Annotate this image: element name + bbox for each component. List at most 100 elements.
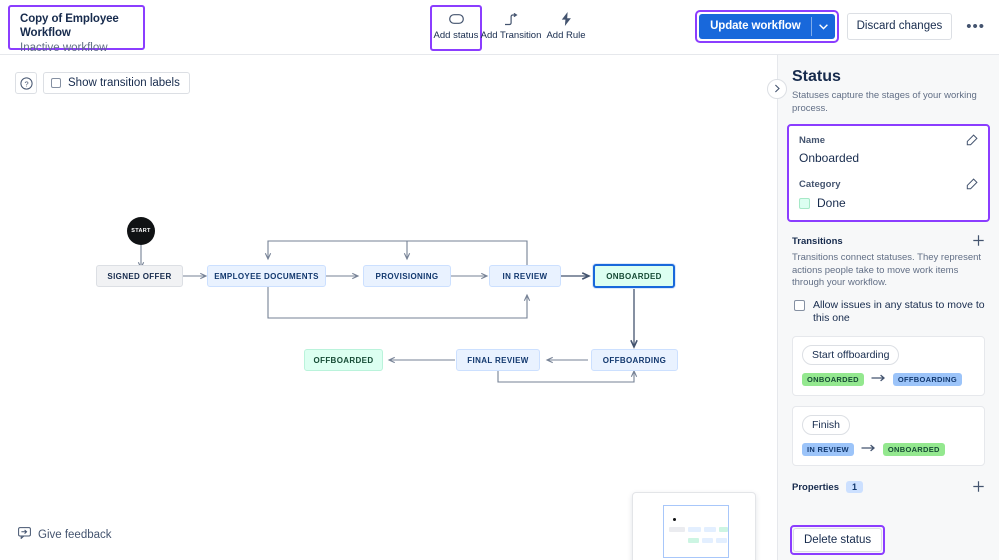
node-employee-documents[interactable]: EMPLOYEE DOCUMENTS [207,265,326,287]
add-property-icon[interactable] [972,480,985,495]
workflow-edges [137,240,777,383]
svg-text:?: ? [24,79,28,88]
transition-flow: IN REVIEW ONBOARDED [802,442,975,456]
node-signed-offer[interactable]: SIGNED OFFER [96,265,183,287]
show-labels-label: Show transition labels [68,77,180,89]
panel-subtitle: Statuses capture the stages of your work… [792,90,977,114]
minimap-start-dot [673,518,676,521]
name-field-row: Name [799,134,978,146]
transition-card[interactable]: Finish IN REVIEW ONBOARDED [792,405,985,466]
give-feedback-label: Give feedback [38,528,112,541]
node-onboarded[interactable]: ONBOARDED [593,264,675,288]
minimap-node [716,538,727,543]
transitions-header: Transitions [792,234,985,249]
category-color-swatch [799,197,810,209]
start-node-label: START [131,228,151,234]
edit-category-icon[interactable] [966,178,978,190]
transitions-section: Transitions Transitions connect statuses… [778,222,999,466]
panel-collapse-button[interactable] [767,79,787,99]
status-icon [448,11,464,27]
add-status-tool[interactable]: Add status [430,5,482,51]
minimap-viewport[interactable] [663,505,729,558]
category-field-row: Category [799,178,978,190]
give-feedback-button[interactable]: Give feedback [18,527,112,542]
status-name-value: Onboarded [799,151,860,165]
properties-header: Properties 1 [778,466,999,495]
update-workflow-highlight: Update workflow [695,10,839,43]
more-options-icon[interactable]: ••• [966,18,985,35]
transition-card[interactable]: Start offboarding ONBOARDED OFFBOARDING [792,335,985,396]
feedback-icon [18,527,31,542]
panel-title: Status [792,68,841,85]
start-node[interactable]: START [127,217,155,245]
minimap[interactable] [632,492,756,560]
add-transition-label: Add Transition [480,30,542,41]
transition-to-status: ONBOARDED [882,442,945,456]
chevron-right-icon [774,80,781,98]
update-workflow-button[interactable]: Update workflow [699,14,835,39]
transition-flow: ONBOARDED OFFBOARDING [802,372,975,386]
edit-name-icon[interactable] [966,134,978,146]
canvas-toolbar: Add status Add Transition Add Rule [430,5,592,51]
update-workflow-label: Update workflow [710,20,801,32]
node-label: ONBOARDED [606,271,662,281]
delete-status-button[interactable]: Delete status [793,528,883,552]
node-label: SIGNED OFFER [107,271,172,281]
workflow-status-subtitle: Inactive workflow [20,42,108,54]
category-value: Done [817,196,846,210]
node-offboarded[interactable]: OFFBOARDED [304,349,383,371]
delete-status-highlight: Delete status [790,525,886,555]
node-final-review[interactable]: FINAL REVIEW [456,349,540,371]
minimap-node [702,538,713,543]
add-transition-tool[interactable]: Add Transition [480,5,542,41]
question-circle-icon: ? [19,76,33,90]
workflow-canvas[interactable]: ? Show transition labels [0,55,777,560]
minimap-node [719,527,728,532]
transition-name[interactable]: Finish [802,414,851,435]
transitions-description: Transitions connect statuses. They repre… [792,252,982,288]
minimap-node [704,527,716,532]
transition-from-status: IN REVIEW [802,442,854,456]
add-transition-icon[interactable] [972,234,985,249]
category-value-row: Done [799,196,978,210]
transition-to-status: OFFBOARDING [892,372,963,386]
minimap-node [688,527,701,532]
minimap-node [688,538,699,543]
properties-title: Properties [792,481,839,493]
node-label: PROVISIONING [375,271,439,281]
allow-any-status-toggle[interactable]: Allow issues in any status to move to th… [792,299,985,326]
node-label: EMPLOYEE DOCUMENTS [214,271,319,281]
page-title: Copy of Employee Workflow [20,13,119,39]
transition-from-status: ONBOARDED [802,372,864,386]
name-label: Name [799,134,826,146]
discard-changes-button[interactable]: Discard changes [846,13,953,40]
arrow-right-icon [861,444,876,455]
arrow-right-icon [871,374,886,385]
bolt-icon [561,11,572,27]
node-offboarding[interactable]: OFFBOARDING [591,349,678,371]
node-label: FINAL REVIEW [467,355,529,365]
header-actions: Update workflow Discard changes ••• [695,10,991,43]
button-divider [810,17,812,36]
add-status-label: Add status [433,30,479,41]
status-name-category-card: Name Onboarded Category Done [787,124,990,222]
transition-icon [504,11,518,27]
status-details-panel: Status Statuses capture the stages of yo… [767,55,999,560]
show-transition-labels-toggle[interactable]: Show transition labels [43,72,190,94]
node-in-review[interactable]: IN REVIEW [489,265,561,287]
transitions-title: Transitions [792,236,843,247]
properties-title-group: Properties 1 [792,481,864,493]
chevron-down-icon[interactable] [812,14,835,39]
add-rule-tool[interactable]: Add Rule [540,5,592,41]
workflow-title-box[interactable]: Copy of Employee Workflow Inactive workf… [8,5,145,54]
top-bar: Copy of Employee Workflow Inactive workf… [0,0,999,55]
show-labels-checkbox[interactable] [51,78,61,88]
help-button[interactable]: ? [15,72,37,94]
allow-any-status-checkbox[interactable] [794,299,805,311]
node-provisioning[interactable]: PROVISIONING [363,265,451,287]
minimap-node [669,527,685,532]
node-label: OFFBOARDED [313,355,374,365]
transition-name[interactable]: Start offboarding [802,344,900,365]
category-label: Category [799,178,841,190]
